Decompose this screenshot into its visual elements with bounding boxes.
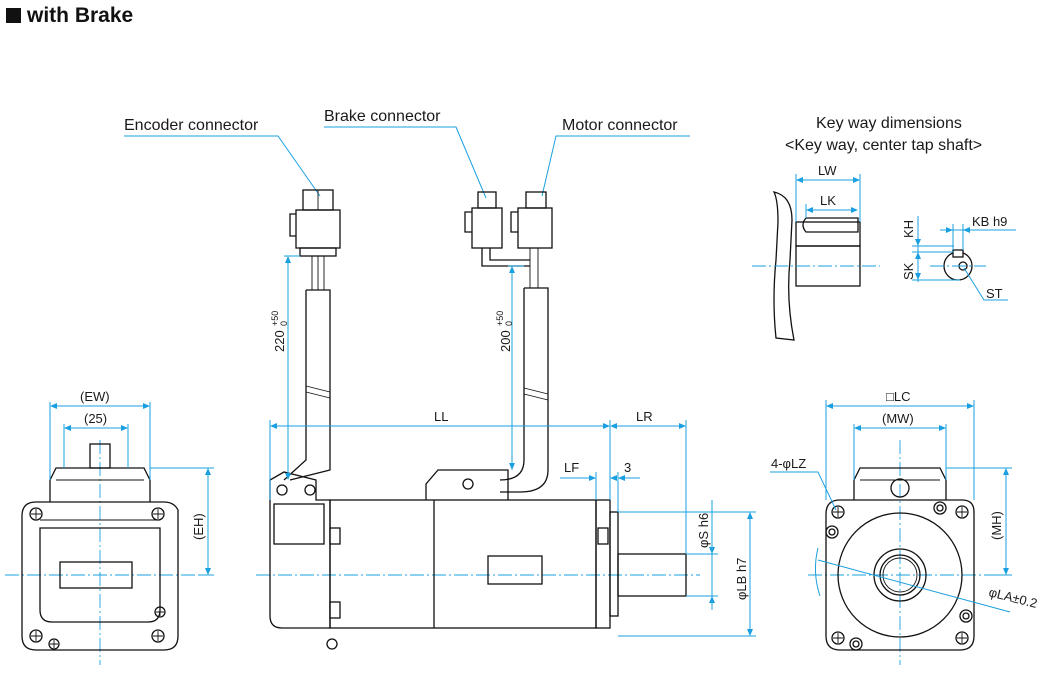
left-bolt-holes	[29, 507, 166, 650]
top-connector-housing	[425, 469, 509, 500]
rear-housing	[269, 471, 331, 629]
lz-label: 4-φLZ	[771, 456, 806, 471]
lw-label: LW	[818, 163, 837, 178]
la-arc	[814, 547, 821, 597]
left-nameplate	[59, 561, 133, 589]
side-nameplate	[487, 555, 543, 585]
ew-label: (EW)	[80, 389, 110, 404]
motor-body	[329, 499, 597, 629]
right-shaft-circle	[879, 554, 921, 596]
housing-screw	[462, 478, 474, 490]
keyway-flange-break	[772, 191, 795, 341]
rear-cover	[273, 503, 325, 545]
body-bolt-1	[329, 527, 341, 545]
mh-label: (MH)	[989, 511, 1004, 540]
right-shaft-inner	[882, 557, 918, 593]
la-leader	[817, 559, 1011, 613]
rear-screw-2	[304, 484, 316, 496]
mw-label: (MW)	[882, 411, 914, 426]
three-label: 3	[624, 460, 631, 475]
lz-leader	[770, 471, 837, 511]
cable2-tol-upper: +50	[495, 311, 505, 326]
encoder-leader	[124, 135, 321, 197]
kh-label: KH	[901, 220, 916, 238]
d25-label: (25)	[84, 411, 107, 426]
right-top-housing	[853, 467, 947, 500]
motor-leader	[541, 135, 690, 197]
rear-screw-1	[276, 484, 288, 496]
st-label: ST	[986, 286, 1003, 301]
encoder-connector-label: Encoder connector	[124, 117, 259, 134]
cable1-label: 220	[272, 330, 287, 352]
brake-leader	[324, 126, 487, 199]
la-label: φLA±0.2	[987, 584, 1039, 611]
sk-label: SK	[901, 262, 916, 280]
left-flange	[21, 501, 179, 651]
flange-bolt-1	[597, 527, 609, 545]
brake-connector-label: Brake connector	[324, 108, 441, 125]
keyway-slot	[802, 217, 859, 233]
eh-label: (EH)	[191, 513, 206, 540]
rear-screw-3	[326, 638, 338, 650]
keyway-title-line1: Key way dimensions	[816, 115, 962, 132]
cable2-tol-lower: 0	[504, 321, 514, 326]
body-bolt-2	[329, 601, 341, 619]
pilot	[609, 511, 619, 617]
keyway-shaft-upper	[795, 221, 861, 247]
keyway-end-key	[952, 249, 964, 258]
square-bullet-icon	[6, 8, 21, 23]
cable2-label: 200	[498, 330, 513, 352]
kb-label: KB h9	[972, 214, 1007, 229]
side-view: 220 +50 0 200 +50 0 LL LR LF 3 φS h6	[256, 189, 756, 650]
keyway-title-line2: <Key way, center tap shaft>	[785, 137, 982, 154]
ll-label: LL	[434, 409, 448, 424]
cable1-tol-lower: 0	[279, 321, 289, 326]
encoder-connector-drawing	[283, 189, 341, 481]
front-flange	[595, 499, 611, 629]
cable1-tol-upper: +50	[270, 311, 280, 326]
page-title: with Brake	[6, 4, 133, 28]
lf-label: LF	[564, 460, 579, 475]
right-body-circle	[837, 512, 963, 638]
right-flange	[825, 499, 975, 651]
page-title-text: with Brake	[27, 4, 134, 27]
left-front-view: (EW) (25) (EH)	[5, 389, 214, 665]
s-label: φS h6	[696, 513, 711, 548]
brake-motor-connector-drawing	[464, 191, 553, 493]
st-leader	[963, 267, 1008, 301]
lr-label: LR	[636, 409, 653, 424]
motor-connector-label: Motor connector	[562, 117, 678, 134]
lk-label: LK	[820, 193, 836, 208]
shaft	[617, 553, 687, 597]
right-front-view: □LC (MW) (MH) 4-φLZ φLA±0.2	[770, 389, 1039, 665]
left-shaft-stub	[89, 443, 111, 469]
lb-label: φLB h7	[734, 558, 749, 600]
keyway-detail: Key way dimensions <Key way, center tap …	[752, 115, 1016, 341]
lc-label: □LC	[886, 389, 910, 404]
connector-labels: Encoder connector Brake connector Motor …	[124, 108, 690, 199]
right-bolt-holes	[825, 501, 973, 651]
right-top-plug	[890, 478, 910, 498]
